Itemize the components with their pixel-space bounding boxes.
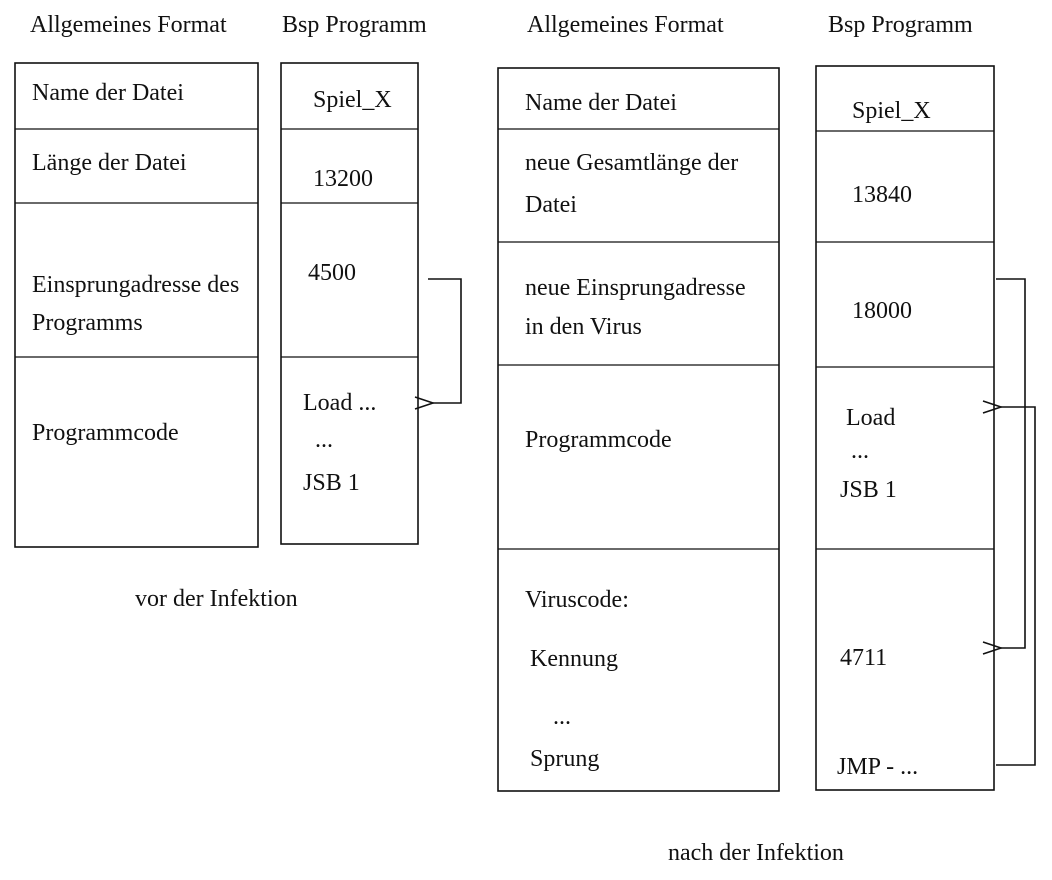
after-example-program-table: Spiel_X 13840 18000 Load ... JSB 1 4711 … [815, 65, 995, 791]
value-code-dots: ... [851, 438, 869, 464]
field-new-entry-address-line1: neue Einsprungadresse [525, 275, 746, 301]
value-new-total-length: 13840 [852, 182, 912, 208]
after-general-format-box [497, 67, 780, 792]
field-new-total-length-line2: Datei [525, 192, 577, 218]
field-virus-signature: Kennung [530, 646, 618, 672]
before-general-format-table: Name der Datei Länge der Datei Einsprung… [14, 62, 259, 548]
value-virus-jmp: JMP - ... [837, 754, 918, 780]
value-virus-4711: 4711 [840, 645, 887, 671]
field-file-name: Name der Datei [525, 90, 677, 116]
field-new-total-length-line1: neue Gesamtlänge der [525, 150, 738, 176]
after-example-program-header: Bsp Programm [828, 12, 973, 38]
before-example-program-header: Bsp Programm [282, 12, 427, 38]
field-entry-address-line1: Einsprungadresse des [32, 272, 239, 298]
field-file-length: Länge der Datei [32, 150, 187, 176]
value-code-load: Load [846, 405, 895, 431]
field-program-code: Programmcode [525, 427, 672, 453]
before-infection-caption: vor der Infektion [135, 586, 298, 612]
after-infection-section: Allgemeines Format Bsp Programm Name der… [497, 12, 1036, 866]
before-general-format-header: Allgemeines Format [30, 12, 227, 38]
after-general-format-header: Allgemeines Format [527, 12, 724, 38]
field-entry-address-line2: Programms [32, 310, 143, 336]
value-code-load: Load ... [303, 390, 376, 416]
field-virus-dots: ... [553, 704, 571, 730]
value-file-name: Spiel_X [852, 98, 931, 124]
virus-entry-jump-arrow [996, 278, 1026, 648]
after-example-program-box [815, 65, 995, 791]
value-file-length: 13200 [313, 166, 373, 192]
before-infection-section: Allgemeines Format Bsp Programm Name der… [14, 12, 462, 612]
virus-return-jump-arrow [996, 407, 1036, 766]
before-example-program-table: Spiel_X 13200 4500 Load ... ... JSB 1 [280, 62, 419, 545]
after-general-format-table: Name der Datei neue Gesamtlänge der Date… [497, 67, 780, 792]
field-virus-jump: Sprung [530, 746, 599, 772]
value-code-dots: ... [315, 427, 333, 453]
field-program-code: Programmcode [32, 420, 179, 446]
after-infection-caption: nach der Infektion [668, 840, 844, 866]
value-code-jsb: JSB 1 [303, 470, 360, 496]
value-file-name: Spiel_X [313, 87, 392, 113]
field-new-entry-address-line2: in den Virus [525, 314, 642, 340]
value-code-jsb: JSB 1 [840, 477, 897, 503]
value-new-entry-address: 18000 [852, 298, 912, 324]
before-example-program-box [280, 62, 419, 545]
value-entry-address: 4500 [308, 260, 356, 286]
before-general-format-box [14, 62, 259, 548]
field-virus-code-title: Viruscode: [525, 587, 629, 613]
entry-jump-arrow [428, 278, 462, 403]
field-file-name: Name der Datei [32, 80, 184, 106]
